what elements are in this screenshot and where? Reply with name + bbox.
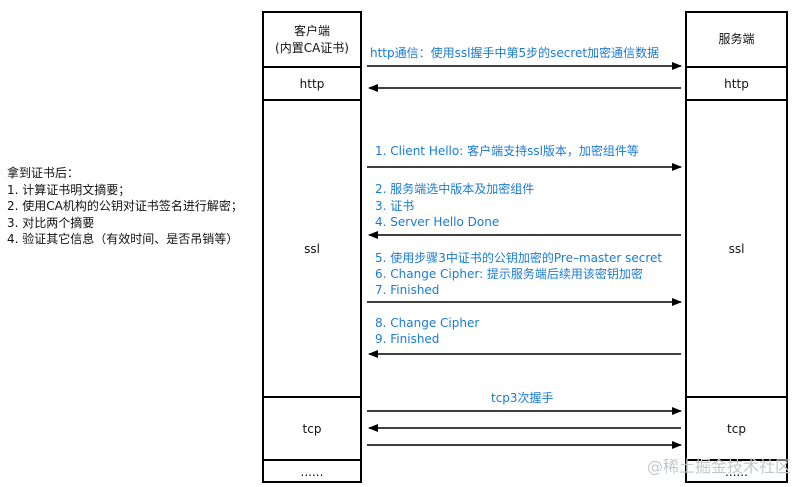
client-tcp-layer: tcp (264, 396, 360, 459)
watermark: @稀土掘金技术社区 (646, 457, 791, 476)
server-ssl-layer: ssl (687, 99, 786, 396)
ssl-step9-label: 9. Finished (375, 332, 440, 346)
server-http-layer: http (687, 66, 786, 99)
ssl-step4-label: 4. Server Hello Done (375, 215, 500, 229)
ssl-step5-label: 5. 使用步骤3中证书的公钥加密的Pre–master secret (375, 251, 663, 265)
ssl-step7-label: 7. Finished (375, 283, 440, 297)
server-header: 服务端 (718, 32, 755, 46)
tcp-label: tcp3次握手 (491, 391, 554, 405)
client-header: 客户端 (内置CA证书) (264, 13, 360, 66)
client-column: 客户端 (内置CA证书) http ssl tcp ...... (262, 11, 362, 483)
ssl-step2-label: 2. 服务端选中版本及加密组件 (375, 182, 535, 196)
client-header-title: 客户端 (293, 23, 330, 38)
server-more-layer: ...... (687, 459, 786, 483)
ssl-step8-label: 8. Change Cipher (375, 316, 480, 330)
note-title: 拿到证书后： (7, 166, 80, 180)
note-item-3: 3. 对比两个摘要 (7, 215, 95, 230)
certificate-note: 拿到证书后： 1. 计算证书明文摘要； 2. 使用CA机构的公钥对证书签名进行解… (7, 165, 243, 248)
client-more-layer: ...... (264, 459, 360, 483)
note-item-1: 1. 计算证书明文摘要； (7, 182, 131, 197)
client-http-layer: http (264, 66, 360, 99)
client-ssl-layer: ssl (264, 99, 360, 396)
note-item-4: 4. 验证其它信息（有效时间、是否吊销等） (7, 232, 239, 246)
ssl-step3-label: 3. 证书 (375, 199, 415, 213)
server-column: 服务端 http ssl tcp ...... (685, 11, 788, 483)
note-item-2: 2. 使用CA机构的公钥对证书签名进行解密； (7, 199, 243, 213)
ssl-step6-label: 6. Change Cipher: 提示服务端后续用该密钥加密 (375, 267, 643, 281)
ssl-step1-label: 1. Client Hello: 客户端支持ssl版本，加密组件等 (375, 144, 639, 158)
client-header-subtitle: (内置CA证书) (275, 40, 349, 55)
server-tcp-layer: tcp (687, 396, 786, 459)
http-label: http通信：使用ssl握手中第5步的secret加密通信数据 (370, 46, 660, 60)
